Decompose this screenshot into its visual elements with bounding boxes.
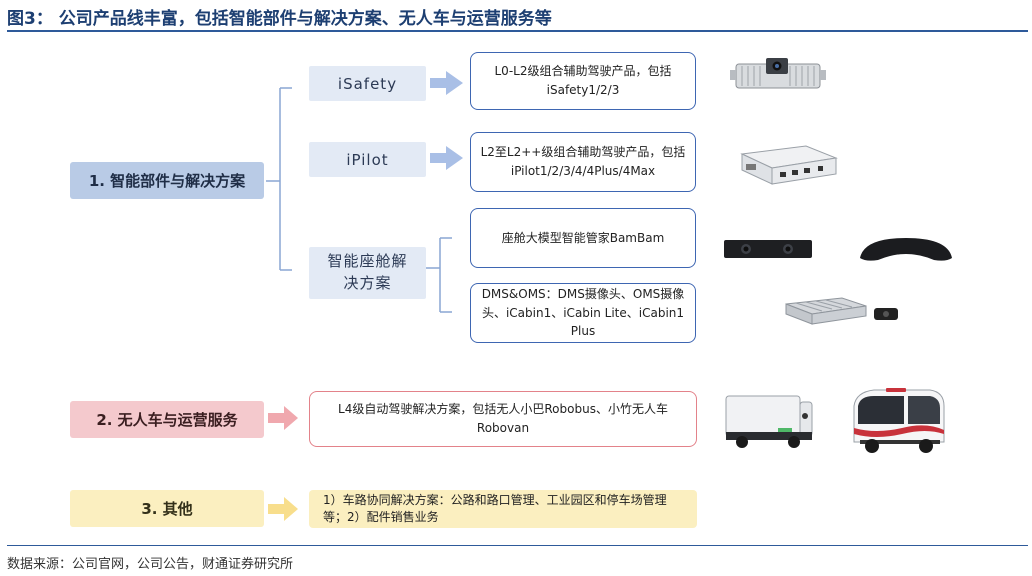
desc-isafety: L0-L2级组合辅助驾驶产品，包括iSafety1/2/3 (470, 52, 696, 110)
footer-divider (7, 545, 1028, 546)
desc-other-text: 1）车路协同解决方案：公路和路口管理、工业园区和停车场管理等；2）配件销售业务 (323, 492, 667, 524)
category-1-bracket (266, 87, 292, 271)
desc-cockpit-model-text: 座舱大模型智能管家BamBam (501, 230, 665, 245)
subcategory-isafety-label: iSafety (337, 74, 398, 93)
category-smart-components-label: 1. 智能部件与解决方案 (88, 172, 246, 190)
dms-camera-image (724, 240, 812, 258)
subcategory-ipilot-label: iPilot (346, 150, 389, 169)
category-smart-components: 1. 智能部件与解决方案 (70, 162, 264, 199)
desc-robotaxi-text: L4级自动驾驶解决方案，包括无人小巴Robobus、小竹无人车Robovan (338, 402, 668, 435)
desc-ipilot: L2至L2++级组合辅助驾驶产品，包括iPilot1/2/3/4/4Plus/4… (470, 132, 696, 192)
ipilot-arrow (430, 146, 463, 170)
cockpit-bracket (426, 237, 452, 313)
title-divider (7, 30, 1028, 32)
category-other: 3. 其他 (70, 490, 264, 527)
subcategory-smart-cockpit: 智能座舱解决方案 (309, 247, 426, 299)
isafety-product-image (730, 58, 826, 89)
ipilot-product-image (740, 145, 838, 185)
desc-robotaxi: L4级自动驾驶解决方案，包括无人小巴Robobus、小竹无人车Robovan (309, 391, 697, 447)
robovan-image (725, 395, 813, 448)
icabin-product-image (785, 297, 898, 325)
subcategory-ipilot: iPilot (309, 142, 426, 177)
desc-cockpit-dms: DMS&OMS：DMS摄像头、OMS摄像头、iCabin1、iCabin Lit… (470, 283, 696, 343)
figure-title: 图3： 公司产品线丰富，包括智能部件与解决方案、无人车与运营服务等 (7, 9, 552, 29)
isafety-arrow (430, 71, 463, 95)
desc-cockpit-model: 座舱大模型智能管家BamBam (470, 208, 696, 268)
category-unmanned-vehicles-label: 2. 无人车与运营服务 (96, 411, 238, 429)
data-source-note: 数据来源：公司官网，公司公告，财通证券研究所 (7, 557, 294, 572)
robobus-image (853, 388, 945, 453)
category-other-label: 3. 其他 (141, 500, 193, 518)
desc-ipilot-text: L2至L2++级组合辅助驾驶产品，包括iPilot1/2/3/4/4Plus/4… (480, 145, 686, 178)
subcategory-smart-cockpit-label: 智能座舱解决方案 (327, 252, 408, 292)
desc-cockpit-dms-text: DMS&OMS：DMS摄像头、OMS摄像头、iCabin1、iCabin Lit… (481, 287, 685, 339)
desc-other: 1）车路协同解决方案：公路和路口管理、工业园区和停车场管理等；2）配件销售业务 (309, 490, 697, 528)
oms-camera-image (860, 238, 952, 261)
desc-isafety-text: L0-L2级组合辅助驾驶产品，包括iSafety1/2/3 (494, 64, 672, 97)
other-arrow (268, 497, 298, 521)
category-unmanned-vehicles: 2. 无人车与运营服务 (70, 401, 264, 438)
robotaxi-arrow (268, 406, 298, 430)
subcategory-isafety: iSafety (309, 66, 426, 101)
